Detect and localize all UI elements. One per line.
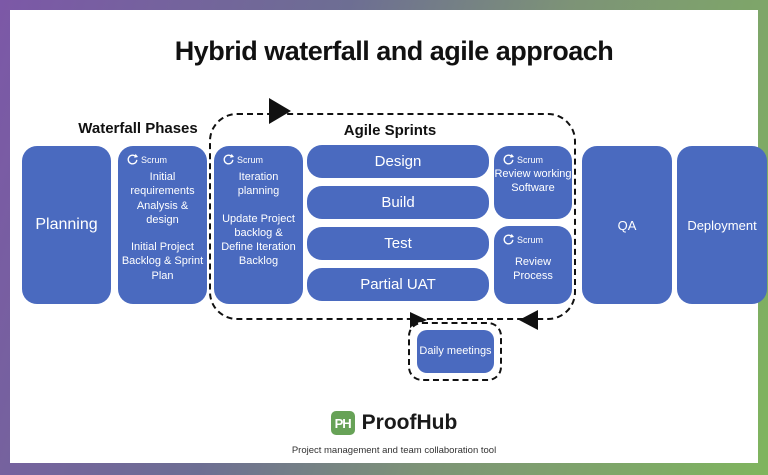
- scrum-cycle-icon: [222, 153, 235, 166]
- page-title: Hybrid waterfall and agile approach: [174, 36, 614, 66]
- deployment-label: Deployment: [687, 217, 757, 233]
- brand-tagline: Project management and team collaboratio…: [291, 445, 497, 456]
- brand-name: ProofHub: [361, 411, 458, 434]
- qa-label: QA: [617, 217, 637, 233]
- sprint-step-partial-uat-box: Partial UAT: [307, 268, 489, 301]
- qa-phase-box: QA: [582, 146, 672, 304]
- iteration-para-1: Iteration planning: [237, 171, 280, 198]
- review-process-box: Scrum Review Process: [494, 226, 572, 304]
- agile-loop-dashed-border: [209, 113, 576, 320]
- scrum-cycle-icon: [502, 153, 515, 166]
- requirements-para-1: Initial requirements Analysis & design: [130, 171, 195, 226]
- proofhub-monogram-icon: PH: [330, 411, 355, 435]
- review-software-text: Review working Software: [494, 168, 572, 195]
- review-working-software-box: Scrum Review working Software: [494, 146, 572, 219]
- flow-arrow-left-icon: [519, 310, 538, 330]
- sprint-step-label: Design: [374, 153, 422, 170]
- sprint-step-build-box: Build: [307, 186, 489, 219]
- planning-label: Planning: [35, 216, 98, 233]
- daily-meetings-box: Daily meetings: [417, 330, 494, 373]
- sprint-step-label: Build: [381, 194, 415, 211]
- iteration-para-2: Update Project backlog & Define Iteratio…: [221, 212, 296, 268]
- scrum-badge-label: Scrum: [517, 234, 544, 245]
- requirements-text: Initial requirements Analysis & design I…: [118, 166, 207, 283]
- iteration-planning-box: Scrum Iteration planning Update Project …: [214, 146, 303, 304]
- scrum-badge-label: Scrum: [237, 154, 264, 165]
- daily-meetings-label: Daily meetings: [419, 344, 492, 357]
- flow-arrow-right-icon: [269, 98, 291, 124]
- sprint-step-design-box: Design: [307, 145, 489, 178]
- diagram-canvas: Hybrid waterfall and agile approach Wate…: [10, 10, 767, 463]
- scrum-badge: Scrum: [494, 146, 572, 166]
- requirements-para-2: Initial Project Backlog & Sprint Plan: [121, 241, 204, 282]
- sprint-step-label: Test: [384, 235, 412, 252]
- sprint-step-test-box: Test: [307, 227, 489, 260]
- scrum-badge: Scrum: [118, 146, 207, 166]
- scrum-cycle-icon: [502, 233, 515, 246]
- waterfall-phases-label: Waterfall Phases: [78, 120, 198, 137]
- planning-phase-box: Planning: [22, 146, 111, 304]
- scrum-badge-label: Scrum: [141, 154, 168, 165]
- sprint-step-label: Partial UAT: [360, 276, 436, 293]
- scrum-badge: Scrum: [494, 226, 572, 246]
- scrum-cycle-icon: [126, 153, 139, 166]
- review-process-text: Review Process: [513, 256, 553, 283]
- deployment-phase-box: Deployment: [677, 146, 767, 304]
- scrum-badge-label: Scrum: [517, 154, 544, 165]
- brand-logo: PH ProofHub: [10, 411, 768, 435]
- scrum-badge: Scrum: [214, 146, 303, 166]
- requirements-phase-box: Scrum Initial requirements Analysis & de…: [118, 146, 207, 304]
- iteration-text: Iteration planning Update Project backlo…: [214, 166, 303, 269]
- agile-sprints-label: Agile Sprints: [343, 122, 437, 139]
